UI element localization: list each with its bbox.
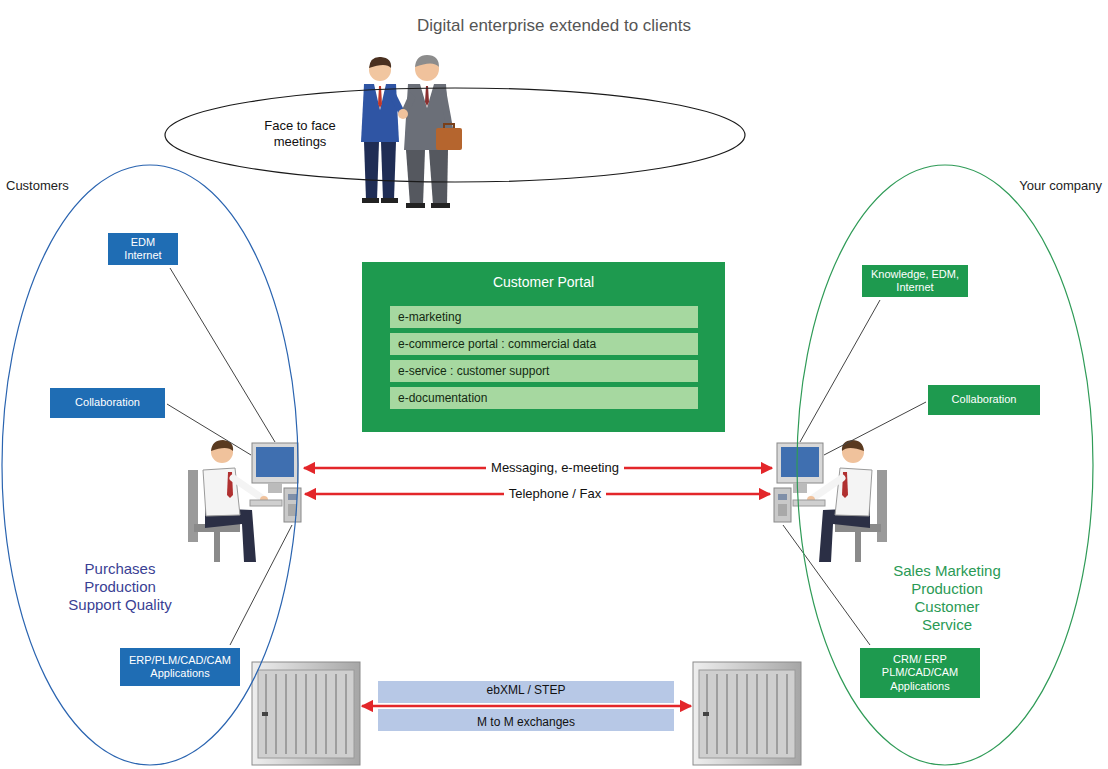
handshake-figure [369,57,391,68]
box-label: e-commerce portal : commercial data [398,337,596,351]
region-title: Customers [6,178,96,194]
portal-item: e-documentation [390,387,698,409]
leader-line [230,525,292,645]
handshake-figure [364,142,379,200]
handshake-figure [406,150,425,205]
box-label: ebXML / STEP [487,683,566,697]
leader-line [167,404,251,455]
handshake-figure [429,150,448,205]
handshake-figure [362,198,379,203]
exchange-band: ebXML / STEP M to M exchanges [378,681,674,731]
portal-item: e-marketing [390,306,698,328]
box-label: Collaboration [55,396,160,409]
server [258,670,354,758]
server [252,662,360,765]
region-title: Your company [995,178,1102,194]
leader-line [800,300,880,442]
panel-title: Customer Portal [493,274,594,291]
box-label: Knowledge, EDM, Internet [867,268,963,294]
person-at-computer [188,440,301,562]
person-at-computer [211,441,233,463]
portal-item: e-commerce portal : commercial data [390,333,698,355]
person-at-computer [250,500,282,506]
box-label: e-documentation [398,391,487,405]
handshake-figure [398,109,408,119]
system-box: CRM/ ERP PLM/CAD/CAM Applications [860,648,980,698]
box-label: EDM Internet [113,236,173,262]
person-at-computer [252,443,298,483]
box-label: CRM/ ERP PLM/CAD/CAM Applications [865,653,975,693]
portal-panel: Customer Portal e-marketing e-commerce por… [362,262,725,432]
system-box: Collaboration [928,385,1040,415]
handshake-figure [436,128,462,150]
handshake-figure [415,55,439,67]
customer-region: CustomersPurchases Production Support Qu… [0,160,300,769]
region-outline [165,88,745,182]
handshake-figure [444,124,454,128]
region-label: Face to face meetings [250,118,350,149]
server [266,674,346,754]
box-label: ERP/PLM/CAD/CAM Applications [125,654,235,680]
system-box: Knowledge, EDM, Internet [862,265,968,297]
company-region: Your companySales Marketing Production C… [795,160,1108,769]
portal-item: e-service : customer support [390,360,698,382]
box-label: Collaboration [933,393,1035,406]
arrow-label: Messaging, e-meeting [486,460,624,476]
server [252,662,360,765]
handshake-figure [381,198,398,203]
arrow-label: Telephone / Fax [504,486,607,502]
role-list: Purchases Production Support Quality [62,560,178,614]
server [262,712,268,716]
region-outline [2,165,298,765]
system-box: Collaboration [50,388,165,418]
leader-line [783,525,870,645]
system-box: ERP/PLM/CAD/CAM Applications [120,648,240,686]
person-at-computer [288,494,297,500]
box-label: e-service : customer support [398,364,549,378]
leader-line [824,402,926,455]
person-at-computer [214,532,220,562]
person-at-computer [268,483,282,493]
exchange-arrow [304,468,772,706]
person-at-computer [774,440,887,562]
handshake-figure [406,203,425,208]
person-at-computer [256,447,294,477]
meeting-ellipse: Face to face meetings [160,83,750,187]
handshake-figure [425,86,429,106]
handshake-figure [431,203,450,208]
server [693,662,801,765]
region-outline [160,83,750,187]
person-at-computer [284,488,301,522]
region-outline [797,165,1093,765]
diagram-title: Digital enterprise extended to clients [0,16,1108,36]
handshake-figure [381,142,396,200]
handshake-figure [361,55,462,208]
system-box: EDM Internet [108,233,178,265]
handshake-figure [440,90,453,130]
role-list: Sales Marketing Production Customer Serv… [888,562,1006,634]
handshake-figure [374,84,386,110]
box-label: M to M exchanges [477,715,575,729]
box-label: e-marketing [398,310,461,324]
